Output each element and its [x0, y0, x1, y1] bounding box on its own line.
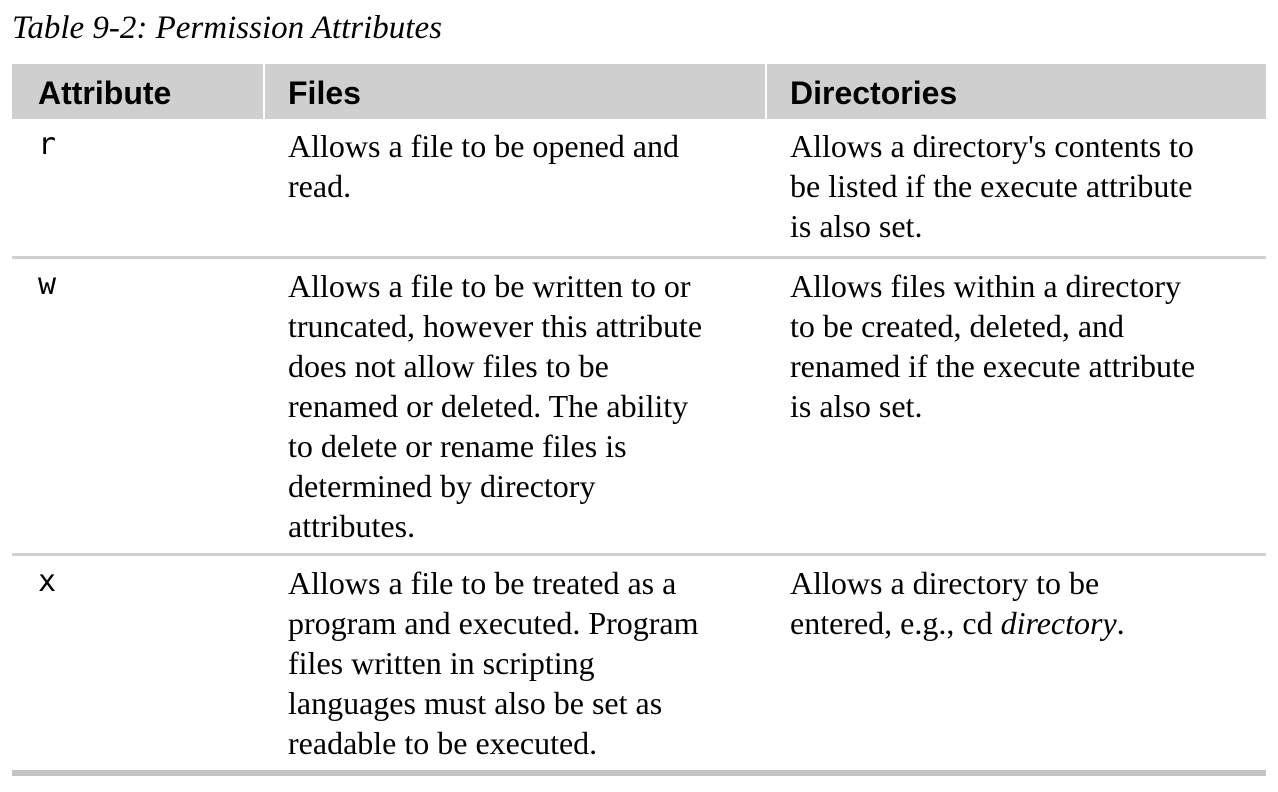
directories-text-prefix: entered, e.g., cd — [790, 605, 1001, 641]
attribute-cell: x — [38, 564, 57, 599]
files-text-line: truncated, however this attribute — [288, 308, 703, 344]
files-text-line: attributes. — [288, 508, 416, 544]
table-row-r: r Allows a file to be opened and read. A… — [12, 119, 1266, 256]
directories-cell: Allows files within a directory to be cr… — [790, 266, 1195, 426]
directories-text-line: Allows files within a directory — [790, 268, 1182, 304]
files-text-line: to delete or rename files is — [288, 428, 627, 464]
row-divider — [12, 553, 1266, 556]
files-text-line: does not allow files to be — [288, 348, 609, 384]
files-text-line: read. — [288, 168, 352, 204]
files-cell: Allows a file to be written to or trunca… — [288, 266, 702, 546]
files-text-line: Allows a file to be written to or — [288, 268, 691, 304]
header-divider — [263, 64, 265, 119]
files-text-line: Allows a file to be opened and — [288, 128, 679, 164]
directories-text-line: Allows a directory to be — [790, 565, 1100, 601]
directories-cell: Allows a directory to be entered, e.g., … — [790, 563, 1125, 643]
table-caption: Table 9-2: Permission Attributes — [12, 10, 442, 46]
files-text-line: determined by directory — [288, 468, 596, 504]
directories-text-line: entered, e.g., cd directory. — [790, 603, 1125, 643]
attribute-cell: r — [38, 127, 57, 162]
files-cell: Allows a file to be treated as a program… — [288, 563, 699, 763]
directories-text-suffix: . — [1116, 605, 1125, 641]
directories-text-line: be listed if the execute attribute — [790, 168, 1193, 204]
directories-text-line: is also set. — [790, 388, 923, 424]
permission-attributes-table: Attribute Files Directories r Allows a f… — [12, 64, 1266, 776]
attribute-cell: w — [38, 267, 57, 302]
table-row-w: w Allows a file to be written to or trun… — [12, 259, 1266, 553]
directories-cell: Allows a directory's contents to be list… — [790, 126, 1194, 246]
files-text-line: program and executed. Program — [288, 605, 699, 641]
directories-text-line: is also set. — [790, 208, 923, 244]
row-divider — [12, 256, 1266, 259]
header-files: Files — [288, 75, 361, 111]
directories-text-emphasis: directory — [1000, 605, 1117, 641]
files-text-line: renamed or deleted. The ability — [288, 388, 689, 424]
files-text-line: files written in scripting — [288, 645, 595, 681]
files-cell: Allows a file to be opened and read. — [288, 126, 679, 206]
files-text-line: Allows a file to be treated as a — [288, 565, 677, 601]
directories-text-line: renamed if the execute attribute — [790, 348, 1196, 384]
header-directories: Directories — [790, 75, 958, 111]
header-attribute: Attribute — [38, 75, 172, 111]
files-text-line: readable to be executed. — [288, 725, 598, 761]
header-divider — [765, 64, 767, 119]
table-bottom-rule — [12, 770, 1266, 776]
directories-text-line: Allows a directory's contents to — [790, 128, 1194, 164]
directories-text-line: to be created, deleted, and — [790, 308, 1125, 344]
table-row-x: x Allows a file to be treated as a progr… — [12, 556, 1266, 770]
table-header-row: Attribute Files Directories — [12, 64, 1266, 119]
files-text-line: languages must also be set as — [288, 685, 663, 721]
